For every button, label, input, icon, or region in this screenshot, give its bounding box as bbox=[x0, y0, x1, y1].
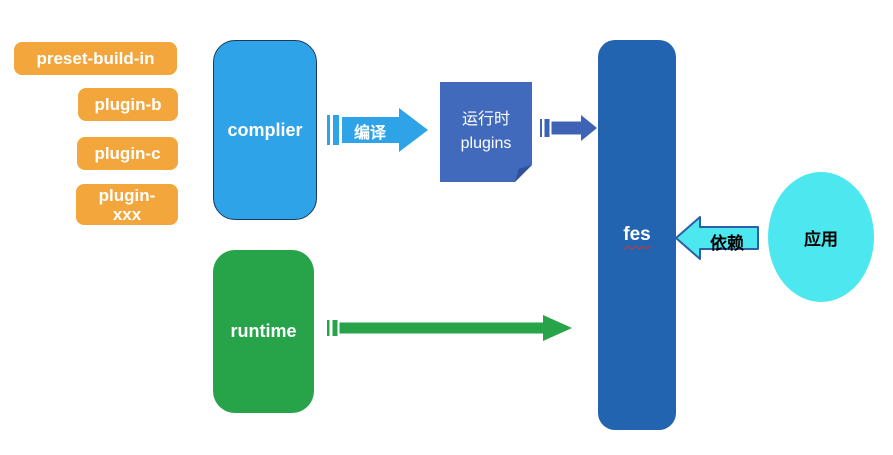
compile-arrow-label: 编译 bbox=[353, 125, 386, 142]
compile-striped-arrow bbox=[327, 108, 428, 152]
runtime-arrow-stripe-1 bbox=[327, 320, 330, 336]
depends-arrow bbox=[675, 216, 759, 260]
badge-plugin-xxx: plugin-xxx bbox=[76, 184, 178, 225]
complier-block: complier bbox=[213, 40, 317, 220]
fes-block: fes bbox=[598, 40, 676, 430]
badge-preset-build-in: preset-build-in bbox=[14, 42, 177, 75]
badge-plugin-c: plugin-c bbox=[77, 137, 178, 170]
runtime-plugins-label-cn: 运行时 bbox=[461, 111, 510, 128]
application-ellipse: 应用 bbox=[768, 172, 874, 302]
plugins-to-fes-striped-arrow bbox=[540, 115, 597, 141]
depends-arrow-body bbox=[675, 216, 759, 260]
compile-arrow-stripe-1 bbox=[327, 115, 330, 145]
badge-plugin-b-label: plugin-b bbox=[94, 94, 162, 114]
runtime-block: runtime bbox=[213, 250, 314, 413]
plugins-arrow-stripe-1 bbox=[540, 119, 542, 137]
runtime-plugins-label-en: plugins bbox=[460, 135, 512, 152]
fes-label: fes bbox=[623, 224, 651, 245]
badge-plugin-xxx-label: plugin-xxx bbox=[98, 185, 156, 224]
runtime-to-fes-striped-arrow bbox=[327, 315, 572, 341]
application-label: 应用 bbox=[804, 229, 838, 249]
runtime-arrow-body bbox=[339, 315, 572, 341]
runtime-label: runtime bbox=[230, 321, 297, 341]
folded-corner bbox=[515, 165, 532, 182]
compile-arrow-stripe-2 bbox=[333, 115, 339, 145]
badge-plugin-b: plugin-b bbox=[78, 88, 178, 121]
runtime-arrow-stripe-2 bbox=[332, 320, 338, 336]
depends-arrow-label: 依赖 bbox=[710, 234, 744, 253]
complier-label: complier bbox=[227, 119, 303, 140]
compile-arrow-body bbox=[342, 108, 428, 152]
plugins-arrow-stripe-2 bbox=[544, 119, 550, 137]
plugins-arrow-body bbox=[551, 115, 597, 141]
runtime-plugins-note: 运行时 plugins bbox=[440, 82, 532, 182]
badge-preset-build-in-label: preset-build-in bbox=[36, 48, 155, 68]
badge-plugin-c-label: plugin-c bbox=[94, 143, 161, 163]
